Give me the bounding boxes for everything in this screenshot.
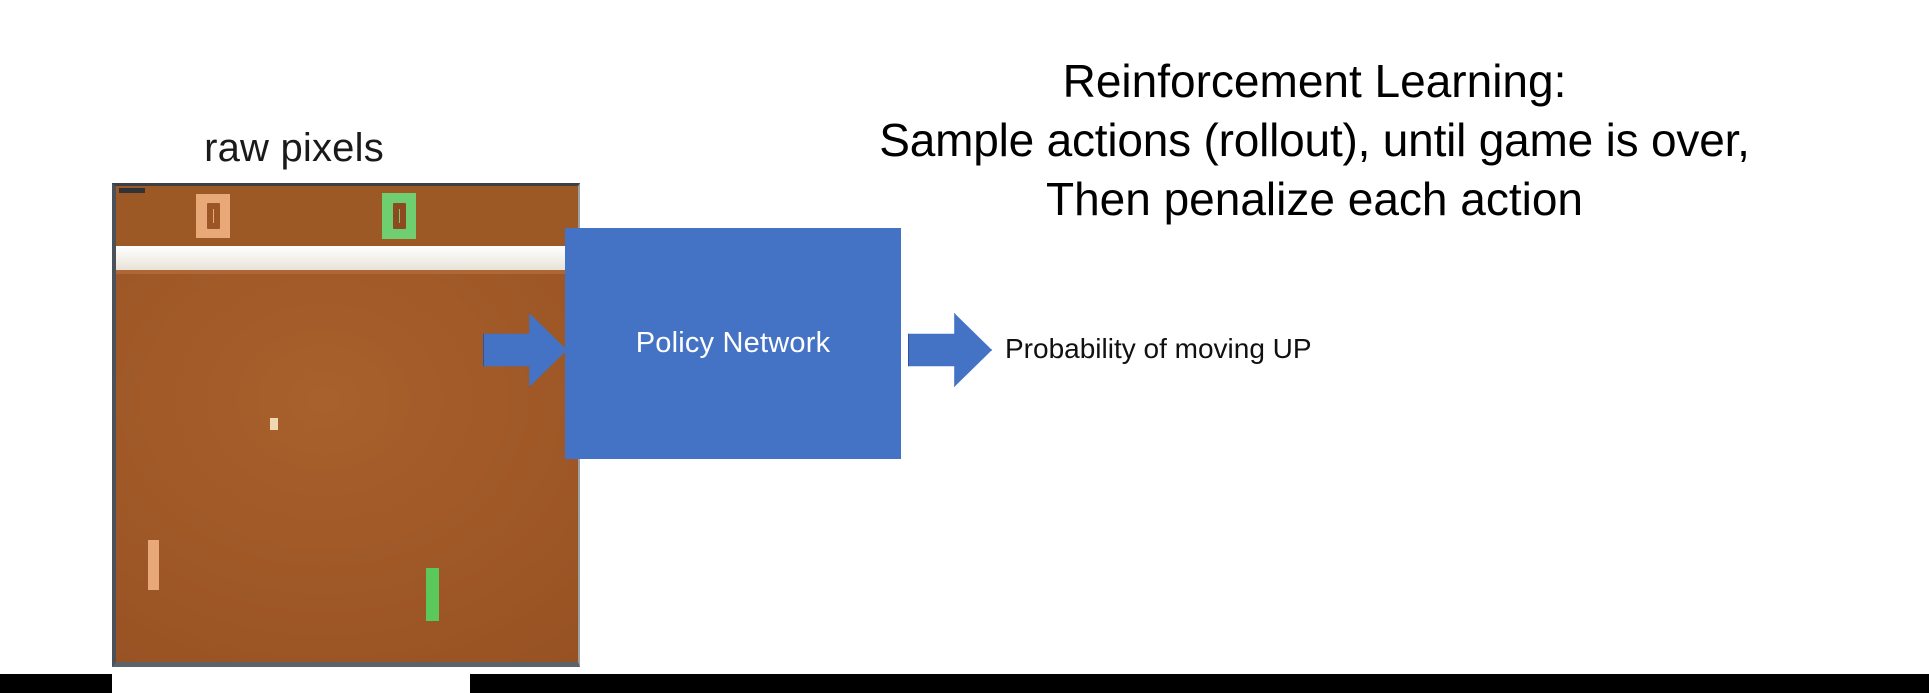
pong-score-right <box>382 193 416 239</box>
pong-score-left <box>196 194 230 238</box>
heading-line-2: Sample actions (rollout), until game is … <box>879 113 1750 166</box>
letterbox-bar-right <box>470 674 1929 693</box>
policy-network-label: Policy Network <box>635 327 831 359</box>
pong-divider-shadow <box>116 270 578 274</box>
heading-line-1: Reinforcement Learning: <box>1062 55 1567 107</box>
pong-game-screenshot <box>112 183 580 667</box>
letterbox-bar-left <box>0 674 112 693</box>
policy-network-box: Policy Network <box>565 228 901 459</box>
raw-pixels-caption: raw pixels <box>204 126 384 170</box>
pong-score-right-digit <box>392 203 406 229</box>
heading-line-3: Then penalize each action <box>1045 172 1584 225</box>
pong-playfield <box>116 186 578 662</box>
output-label: Probability of moving UP <box>1005 333 1312 364</box>
output-arrow-icon <box>908 313 992 387</box>
pong-score-left-digit <box>206 203 220 229</box>
pong-ball <box>270 418 278 430</box>
pong-paddle-left <box>148 540 159 590</box>
pong-corner-tick <box>119 188 145 193</box>
page-title: Reinforcement Learning: Sample actions (… <box>700 52 1929 229</box>
pong-paddle-right <box>426 568 439 621</box>
pong-divider-bar <box>116 246 578 270</box>
pong-score-band <box>116 186 578 246</box>
